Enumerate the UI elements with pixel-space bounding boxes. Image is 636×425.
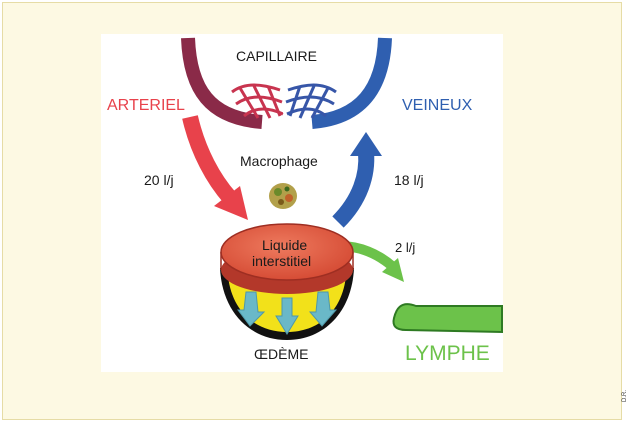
venous-label: VEINEUX — [402, 97, 473, 114]
arterial-label: ARTERIEL — [107, 97, 185, 114]
edema-leak-arrows — [237, 291, 338, 335]
macrophage-cell — [269, 183, 297, 209]
lymph-vessel — [392, 303, 503, 334]
macrophage-label: Macrophage — [240, 153, 318, 169]
arterial-flow-arrow — [182, 115, 237, 204]
edema-label: ŒDÈME — [254, 346, 309, 362]
lymph-label: LYMPHE — [405, 342, 490, 365]
photo-credit: D.R. — [622, 390, 628, 402]
lymph-arrow-head — [382, 258, 404, 282]
flow-lymph-label: 2 l/j — [395, 240, 416, 255]
flow-arterial-label: 20 l/j — [144, 172, 174, 188]
interstitial-label-line2: interstitiel — [252, 253, 312, 269]
arterial-vessel — [181, 37, 263, 129]
venous-arrow-head — [350, 132, 382, 156]
capillary-network — [231, 83, 337, 120]
venous-flow-arrow — [332, 151, 375, 228]
flow-venous-label: 18 l/j — [394, 172, 424, 188]
interstitial-label-line1: Liquide — [262, 237, 308, 253]
capillary-label: CAPILLAIRE — [236, 48, 317, 64]
arterial-arrow-head — [214, 186, 248, 220]
venous-vessel — [311, 37, 392, 129]
